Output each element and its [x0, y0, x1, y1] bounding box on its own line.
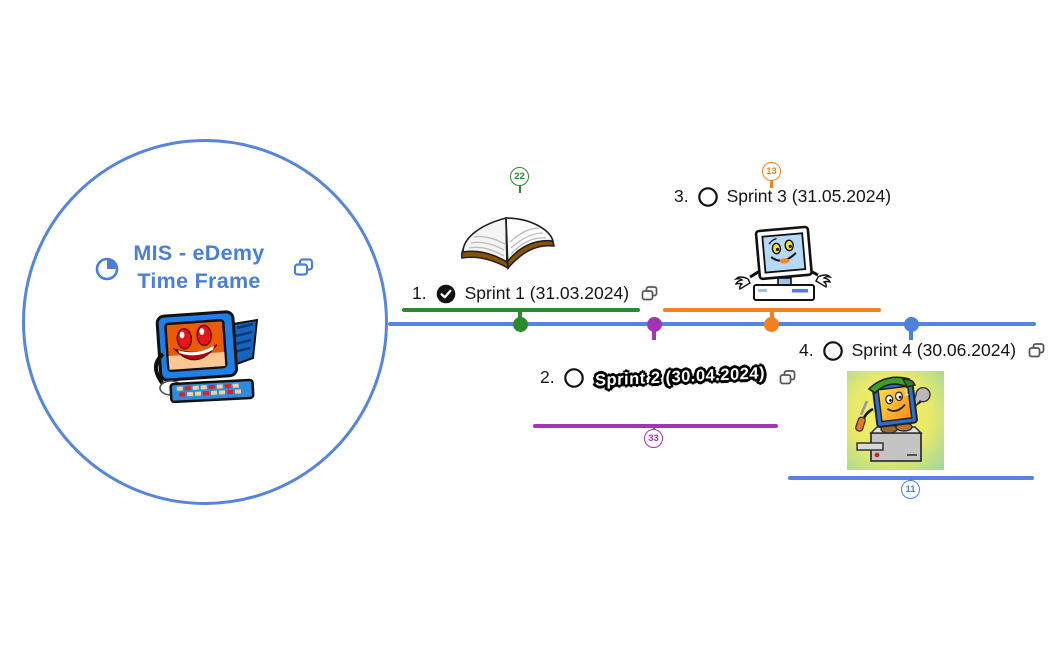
sprint2-badge[interactable]: 33: [644, 429, 663, 448]
sprint3-number: 3.: [674, 186, 689, 206]
sprint1-number: 1.: [412, 283, 427, 303]
root-title-line2: Time Frame: [137, 269, 261, 293]
sprint3-badge[interactable]: 13: [762, 162, 781, 181]
sprint4-unchecked-icon[interactable]: [822, 340, 843, 361]
computer-repair-clipart[interactable]: 1: [847, 371, 944, 470]
sprint1-connector: [518, 309, 522, 324]
topic-sprint4[interactable]: 4. Sprint 4 (30.06.2024): [799, 340, 1045, 361]
clock-icon: [95, 257, 119, 281]
sprint3-dot: [764, 317, 779, 332]
sprint1-badge[interactable]: 22: [510, 167, 529, 186]
sprint4-number: 4.: [799, 340, 814, 360]
sprint4-connector: [909, 324, 913, 340]
sprint4-label: Sprint 4 (30.06.2024): [851, 340, 1017, 360]
sprint1-label: Sprint 1 (31.03.2024): [464, 283, 630, 303]
sprint3-unchecked-icon[interactable]: [697, 186, 718, 207]
sprint4-line: [788, 476, 1034, 480]
smiling-computer-clipart[interactable]: [141, 310, 267, 406]
badge33-stem: [652, 426, 655, 431]
sprint4-badge[interactable]: 11: [901, 480, 920, 499]
root-title-line1: MIS - eDemy: [133, 241, 265, 265]
sprint4-copy-icon[interactable]: [1028, 343, 1045, 358]
sprint4-dot: [904, 317, 919, 332]
sprint1-dot: [513, 317, 528, 332]
sprint1-checked-icon[interactable]: [436, 284, 456, 304]
shrugging-monitor-clipart[interactable]: [726, 223, 840, 307]
sprint3-label: Sprint 3 (31.05.2024): [726, 186, 892, 206]
sprint2-label: Sprint 2 (30.04.2024): [594, 364, 765, 390]
root-topic-title: MIS - eDemy Time Frame: [88, 239, 310, 295]
topic-sprint2[interactable]: 2. Sprint 2 (30.04.2024): [540, 364, 796, 390]
sprint2-copy-icon[interactable]: [779, 370, 796, 385]
sprint3-connector: [770, 309, 774, 324]
badge13-stem: [770, 180, 773, 188]
sprint2-dot: [647, 317, 662, 332]
sprint1-copy-icon[interactable]: [641, 286, 658, 301]
svg-text:1: 1: [903, 387, 909, 398]
sprint2-unchecked-icon[interactable]: [563, 367, 584, 388]
sprint2-connector: [652, 324, 656, 340]
topic-sprint1[interactable]: 1. Sprint 1 (31.03.2024): [412, 283, 658, 304]
badge22-stem: [518, 185, 521, 193]
copy-icon[interactable]: [293, 258, 315, 277]
timeline-main-line: [388, 322, 1036, 326]
topic-sprint3[interactable]: 3. Sprint 3 (31.05.2024): [674, 186, 891, 207]
sprint2-line: [533, 424, 778, 428]
sprint2-number: 2.: [540, 367, 555, 387]
open-book-clipart[interactable]: [456, 198, 560, 280]
